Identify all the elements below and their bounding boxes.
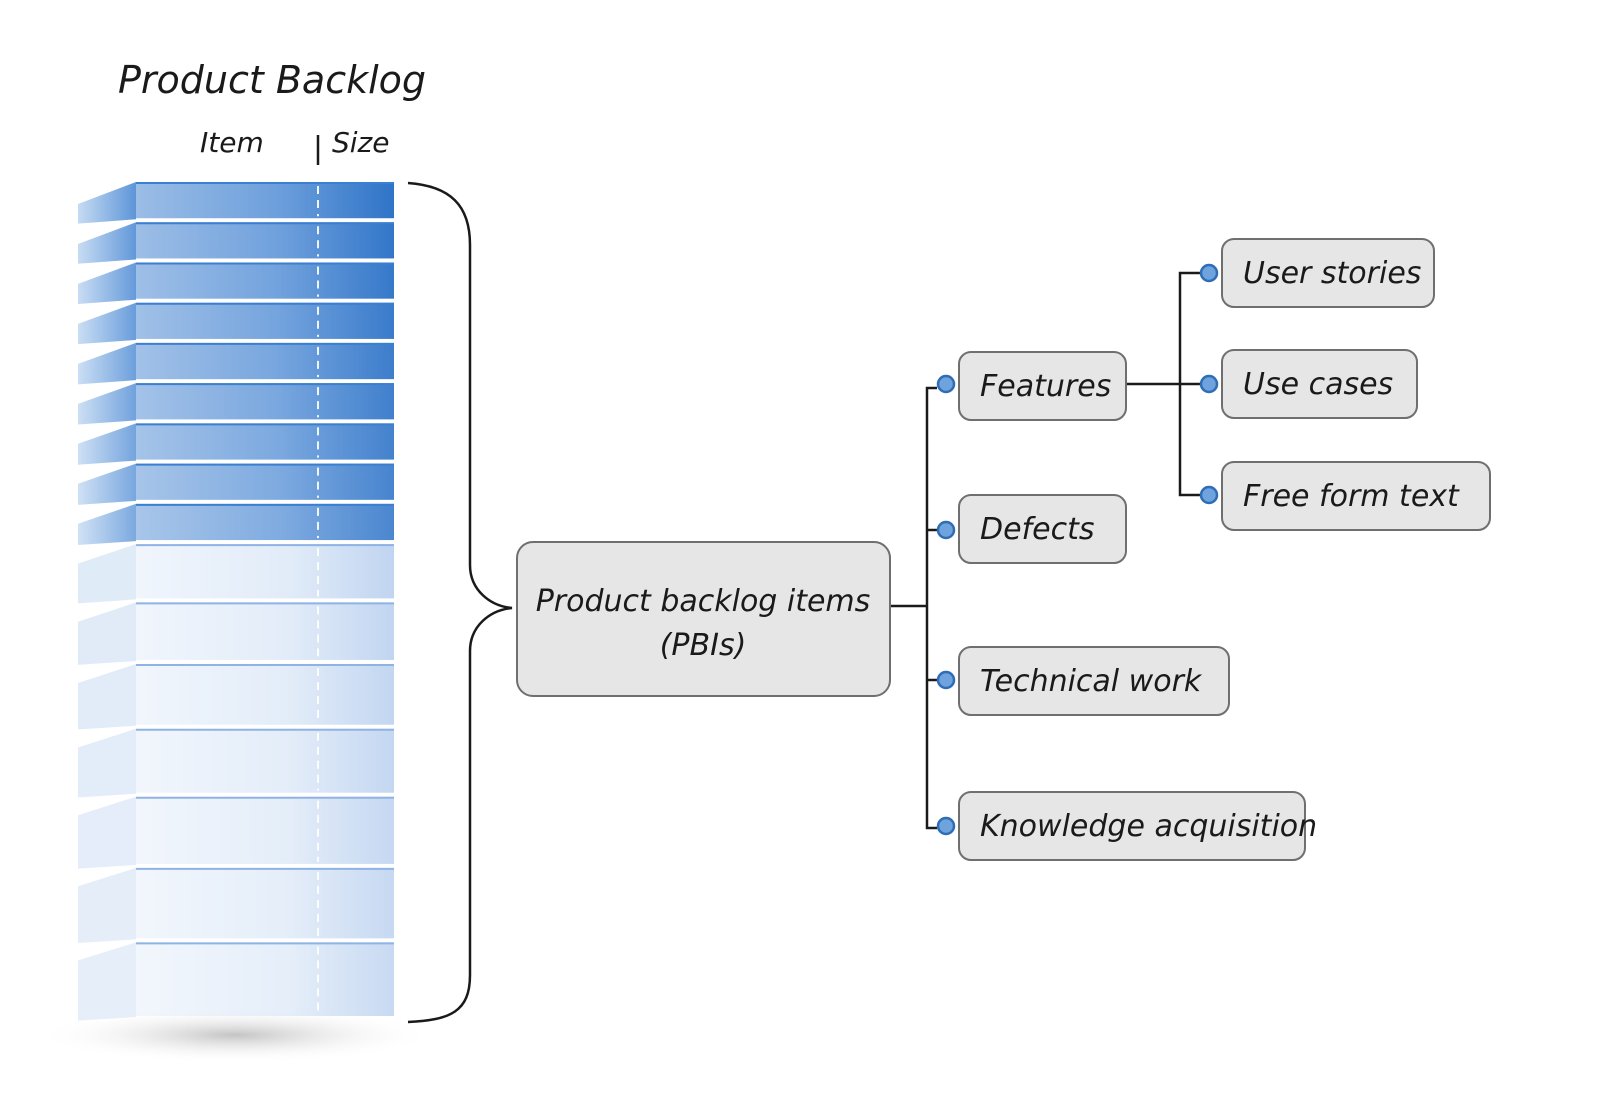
root-label-line1: Product backlog items (536, 584, 871, 619)
connector-dot (1199, 263, 1219, 283)
connector-dot (936, 520, 956, 540)
feature-type-user-stories: User stories (1199, 238, 1435, 308)
connector-dot (1199, 485, 1219, 505)
root-label-line2: (PBIs) (660, 628, 747, 663)
backlog-layer (78, 423, 394, 465)
feature-type-label: Free form text (1243, 479, 1460, 514)
category-defects: Defects (936, 494, 1127, 564)
backlog-title: Product Backlog (118, 58, 426, 102)
backlog-layer (78, 383, 394, 425)
category-knowledge-acquisition: Knowledge acquisition (936, 791, 1317, 861)
backlog-layer (78, 342, 394, 385)
backlog-layer (78, 867, 394, 944)
feature-type-label: Use cases (1243, 367, 1393, 402)
backlog-layer (78, 544, 394, 604)
feature-type-use-cases: Use cases (1199, 349, 1418, 419)
backlog-stack (78, 182, 394, 1021)
backlog-layer (78, 942, 394, 1021)
category-label: Defects (980, 512, 1094, 547)
backlog-layer (78, 728, 394, 798)
backlog-layer (78, 182, 394, 224)
category-label: Knowledge acquisition (980, 809, 1317, 844)
column-label-size: Size (332, 126, 389, 159)
category-label: Features (980, 369, 1111, 404)
backlog-layer (78, 262, 394, 304)
column-label-item: Item (200, 126, 264, 159)
connector-dot (936, 816, 956, 836)
feature-type-free-form-text: Free form text (1199, 461, 1491, 531)
connector-dot (1199, 374, 1219, 394)
backlog-layer (78, 463, 394, 505)
category-features: Features (936, 351, 1127, 421)
root-node-pbis: Product backlog items (PBIs) (516, 541, 891, 697)
stack-shadow (35, 1007, 435, 1063)
backlog-layer (78, 602, 394, 665)
curly-brace (407, 181, 513, 1024)
backlog-layer (78, 302, 394, 345)
category-label: Technical work (980, 664, 1203, 699)
feature-type-label: User stories (1243, 256, 1421, 291)
backlog-layer (78, 663, 394, 730)
connector-dot (936, 670, 956, 690)
connector-dot (936, 374, 956, 394)
backlog-layer (78, 503, 394, 546)
backlog-layer (78, 222, 394, 264)
connectors (890, 271, 1200, 830)
category-technical-work: Technical work (936, 646, 1230, 716)
backlog-layer (78, 796, 394, 869)
